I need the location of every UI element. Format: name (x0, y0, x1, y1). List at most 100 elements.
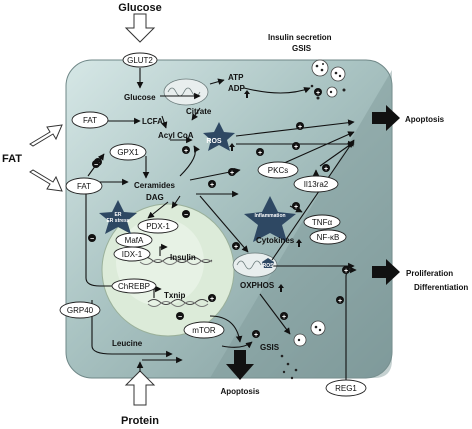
leucine-label: Leucine (112, 339, 143, 348)
svg-text:FAT: FAT (83, 116, 97, 125)
glucose-inner-label: Glucose (124, 93, 156, 102)
dag-label: DAG (146, 193, 164, 202)
svg-text:+: + (282, 314, 286, 321)
plus-sign: + (342, 266, 350, 275)
node-fat-bottom: FAT (65, 177, 103, 195)
oxphos-label: OXPHOS (240, 281, 275, 290)
svg-text:−: − (184, 212, 188, 219)
citrate-label: Citrate (186, 107, 212, 116)
plus-sign: + (232, 242, 240, 251)
fat-input-arrow-down (29, 169, 63, 192)
node-il13ra2: Il13ra2 (293, 175, 339, 193)
insulin-granules-bottom (280, 320, 326, 380)
txnip-label: Txnip (164, 291, 185, 300)
svg-text:−: − (94, 162, 98, 169)
acyl-coa-label: Acyl CoA (158, 131, 194, 140)
svg-text:GRP40: GRP40 (67, 306, 94, 315)
svg-text:+: + (234, 244, 238, 251)
svg-text:+: + (324, 166, 328, 173)
svg-text:Inflammation: Inflammation (254, 213, 285, 219)
gsis-top-label: GSIS (292, 44, 312, 53)
node-pdx1: PDX-1 (137, 218, 179, 234)
apoptosis-bottom-label: Apoptosis (220, 387, 260, 396)
mitochondrion-oxphos (232, 252, 278, 278)
node-grp40: GRP40 (59, 301, 101, 319)
apoptosis-arrow-bottom (226, 350, 254, 380)
differentiation-label: Differentiation (414, 283, 468, 292)
minus-sign: − (92, 160, 100, 169)
node-chrebp: ChREBP (111, 278, 157, 294)
svg-text:+: + (230, 170, 234, 177)
minus-sign: − (176, 312, 184, 321)
plus-sign: + (314, 88, 322, 97)
plus-sign: + (292, 202, 300, 211)
insulin-label: Insulin (170, 253, 196, 262)
svg-text:mTOR: mTOR (192, 326, 216, 335)
svg-text:GLUT2: GLUT2 (127, 56, 153, 65)
svg-text:PDX-1: PDX-1 (146, 222, 170, 231)
lcfa-label: LCFA (142, 117, 163, 126)
svg-text:+: + (298, 124, 302, 131)
cytokines-label: Cytokines (256, 236, 295, 245)
apoptosis-arrow-right (372, 105, 400, 131)
plus-sign: + (296, 122, 304, 131)
protein-input-label: Protein (121, 415, 159, 427)
node-mafa: MafA (115, 232, 153, 248)
insulin-secretion-label: Insulin secretion (268, 33, 332, 42)
minus-sign: − (88, 234, 96, 243)
glucose-input-label: Glucose (118, 2, 161, 14)
svg-text:TNFα: TNFα (312, 218, 333, 227)
svg-text:+: + (344, 268, 348, 275)
svg-text:+: + (254, 332, 258, 339)
ros-small-label: ROS (263, 263, 275, 269)
svg-text:+: + (316, 90, 320, 97)
svg-text:+: + (210, 182, 214, 189)
svg-text:+: + (294, 204, 298, 211)
plus-sign: + (292, 142, 300, 151)
svg-text:ER stress: ER stress (106, 218, 129, 224)
inflammation-star: Inflammation (244, 196, 296, 242)
protein-input-arrow (124, 370, 156, 406)
plus-sign: + (182, 146, 190, 155)
node-nfkb: NF-κB (309, 229, 347, 245)
gsis-bottom-label: GSIS (260, 343, 280, 352)
svg-text:+: + (338, 298, 342, 305)
svg-text:MafA: MafA (125, 236, 144, 245)
atp-label: ATP (228, 73, 244, 82)
adp-label: ADP (228, 84, 246, 93)
minus-sign: − (182, 210, 190, 219)
plus-sign: + (280, 312, 288, 321)
svg-text:PKCs: PKCs (268, 166, 288, 175)
plus-sign: + (336, 296, 344, 305)
svg-text:+: + (184, 148, 188, 155)
oxphos-up-icon (278, 284, 284, 292)
ceramides-label: Ceramides (134, 181, 175, 190)
proliferation-arrow (372, 259, 400, 285)
plus-sign: + (208, 180, 216, 189)
svg-text:+: + (210, 296, 214, 303)
atp-up-icon (244, 90, 250, 98)
fat-input-label: FAT (2, 153, 22, 165)
svg-text:ChREBP: ChREBP (118, 282, 150, 291)
node-fat-top: FAT (71, 111, 109, 129)
apoptosis-right-label: Apoptosis (405, 115, 445, 124)
node-idx1: IDX-1 (113, 246, 151, 262)
plus-sign: + (252, 330, 260, 339)
node-tnfa: TNFα (303, 214, 341, 230)
svg-text:+: + (258, 150, 262, 157)
node-glut2: GLUT2 (122, 52, 158, 68)
sign-markers: + + + + + + + + + + + + + + + + − − − − (88, 88, 350, 339)
cytokines-up-icon (296, 239, 302, 247)
glucose-input-arrow (124, 13, 156, 43)
svg-text:+: + (294, 144, 298, 151)
insulin-granules-top (310, 59, 346, 100)
node-reg1: REG1 (325, 379, 367, 397)
plus-sign: + (228, 168, 236, 177)
svg-text:IDX-1: IDX-1 (122, 250, 143, 259)
node-gpx1: GPX1 (109, 143, 147, 161)
node-pkcs: PKCs (257, 161, 299, 179)
plus-sign: + (208, 294, 216, 303)
ros-star: ROS (203, 122, 235, 151)
mitochondrion-top (163, 78, 209, 106)
svg-text:GPX1: GPX1 (117, 148, 139, 157)
